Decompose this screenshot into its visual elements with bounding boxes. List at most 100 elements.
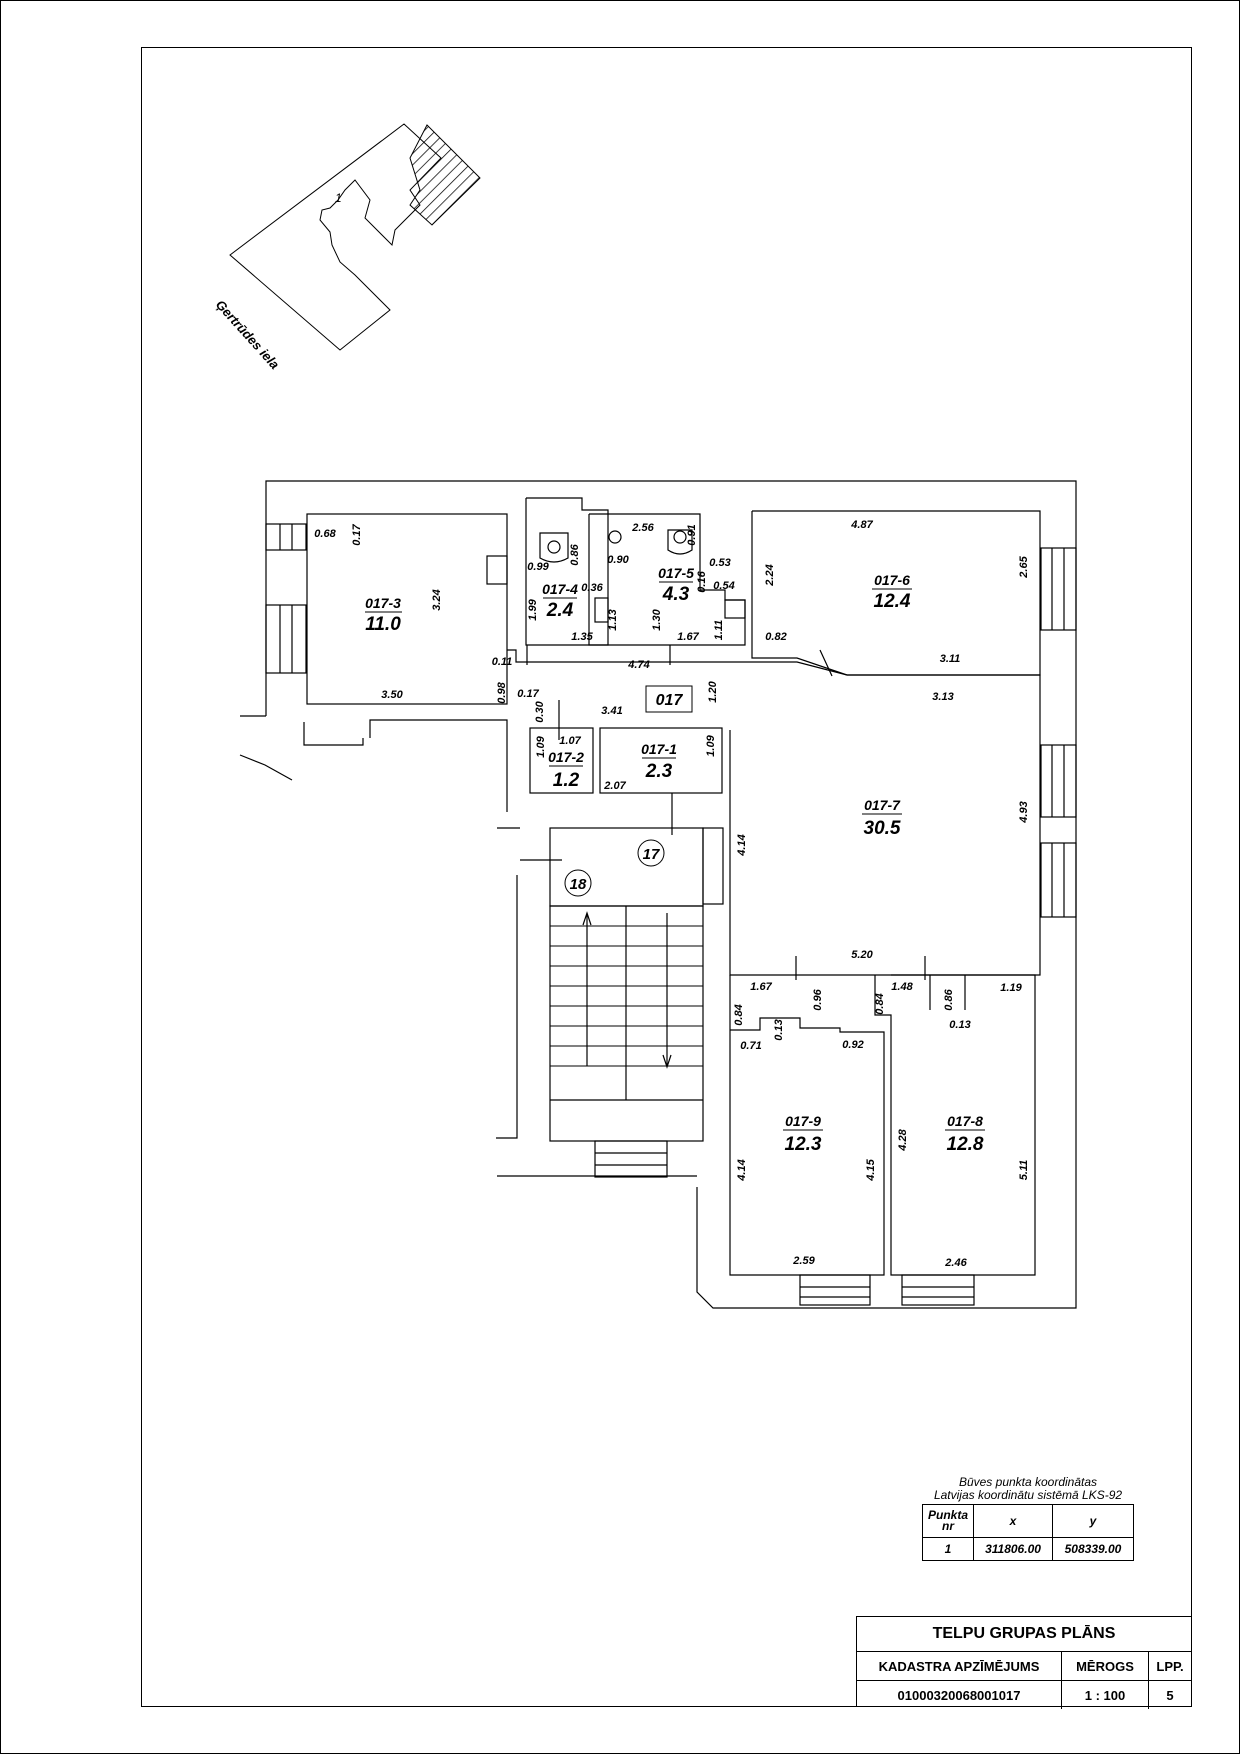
- dimension-label: 2.65: [1018, 555, 1030, 578]
- room-017-8: 017-8 12.8: [945, 1113, 985, 1155]
- scale-value: 1 : 100: [1062, 1681, 1149, 1709]
- header-scale: MĒROGS: [1062, 1652, 1149, 1680]
- svg-text:12.8: 12.8: [947, 1134, 984, 1155]
- room-017-4: 017-4 2.4: [542, 581, 578, 621]
- dimension-label: 4.14: [736, 1159, 748, 1181]
- corridor-label: 017: [645, 685, 693, 713]
- dimension-label: 2.46: [944, 1257, 967, 1269]
- dimension-label: 1.35: [571, 631, 593, 643]
- dimension-label: 0.71: [740, 1040, 761, 1052]
- coordinate-grid: Punkta nr x y 1 311806.00 508339.00: [922, 1504, 1134, 1561]
- dimension-label: 0.82: [765, 631, 786, 643]
- svg-text:017-1: 017-1: [641, 741, 677, 757]
- cell-x: 311806.00: [973, 1537, 1053, 1561]
- coordinate-table: Būves punkta koordinātas Latvijas koordi…: [918, 1476, 1138, 1561]
- svg-text:12.3: 12.3: [785, 1134, 822, 1155]
- drawing-frame: [141, 47, 1192, 1707]
- svg-text:017-4: 017-4: [542, 581, 578, 597]
- cell-y: 508339.00: [1052, 1537, 1134, 1561]
- header-point-nr: Punkta nr: [922, 1504, 974, 1538]
- svg-text:2.4: 2.4: [546, 600, 574, 621]
- svg-text:017-5: 017-5: [658, 565, 694, 581]
- dimension-label: 0.36: [581, 582, 603, 594]
- page-number: 5: [1166, 1687, 1174, 1703]
- dimension-label: 0.99: [527, 561, 549, 573]
- dimension-label: 3.41: [601, 705, 622, 717]
- title-block: TELPU GRUPAS PLĀNS KADASTRA APZĪMĒJUMS M…: [856, 1616, 1192, 1709]
- building-outline: [229, 123, 442, 351]
- plan-title: TELPU GRUPAS PLĀNS: [857, 1617, 1191, 1652]
- dimension-label: 0.96: [812, 988, 824, 1010]
- room-017-9: 017-9 12.3: [783, 1113, 823, 1155]
- svg-text:18: 18: [570, 876, 587, 893]
- dimension-label: 0.17: [351, 523, 363, 545]
- dimension-label: 1.67: [750, 981, 772, 993]
- title-block-values: 01000320068001017 1 : 100 5: [857, 1681, 1191, 1709]
- svg-text:11.0: 11.0: [365, 614, 401, 635]
- site-point-marker: 1: [335, 191, 342, 205]
- dimension-label: 0.92: [842, 1039, 863, 1051]
- dimension-label: 1.19: [1000, 982, 1022, 994]
- street-name: Ģertrūdes iela: [213, 297, 283, 372]
- title-block-headers: KADASTRA APZĪMĒJUMS MĒROGS LPP.: [857, 1652, 1191, 1681]
- svg-text:017-7: 017-7: [864, 797, 901, 813]
- svg-text:4.3: 4.3: [662, 584, 690, 605]
- dimension-label: 4.87: [850, 519, 873, 531]
- dimension-label: 0.86: [943, 988, 955, 1010]
- stair-label-17: 17: [637, 839, 665, 867]
- room-017-2: 017-2 1.2: [548, 749, 584, 791]
- svg-text:17: 17: [643, 846, 660, 863]
- dimension-label: 0.16: [696, 570, 708, 592]
- room-017-5: 017-5 4.3: [658, 565, 694, 605]
- dimension-label: 0.84: [874, 993, 886, 1014]
- dimension-label: 0.68: [314, 528, 336, 540]
- coordinate-caption-2: Latvijas koordinātu sistēmā LKS-92: [933, 1488, 1123, 1502]
- dimension-label: 1.09: [535, 735, 547, 757]
- svg-text:12.4: 12.4: [874, 591, 911, 612]
- room-labels: 017-3 11.0 017-4 2.4 017-5 4.3 017-6 12.…: [365, 565, 985, 1155]
- walls: [239, 480, 1077, 1309]
- dimension-label: 5.11: [1018, 1160, 1030, 1181]
- dimension-label: 0.11: [492, 656, 513, 668]
- cadastre-number: 01000320068001017: [857, 1681, 1062, 1709]
- dimension-label: 0.98: [496, 681, 508, 703]
- stair-label-18: 18: [564, 869, 592, 897]
- dimension-label: 0.84: [733, 1004, 745, 1025]
- dimension-label: 2.07: [603, 780, 626, 792]
- dimension-label: 0.53: [709, 557, 730, 569]
- svg-text:017-2: 017-2: [548, 749, 584, 765]
- room-017-3: 017-3 11.0: [365, 595, 402, 635]
- svg-text:017-9: 017-9: [785, 1113, 821, 1129]
- room-017-6: 017-6 12.4: [872, 572, 912, 612]
- dimension-label: 4.28: [897, 1128, 909, 1151]
- dimension-label: 1.07: [559, 735, 581, 747]
- header-y: y: [1052, 1504, 1134, 1538]
- dimension-label: 0.17: [517, 688, 539, 700]
- room-017-1: 017-1 2.3: [641, 741, 677, 782]
- dimension-label: 3.50: [381, 689, 403, 701]
- dimension-label: 3.11: [940, 653, 961, 665]
- dimension-label: 1.13: [607, 609, 619, 630]
- header-cadastre: KADASTRA APZĪMĒJUMS: [857, 1652, 1062, 1680]
- coordinate-caption-1: Būves punkta koordinātas: [958, 1475, 1098, 1489]
- dimension-label: 3.24: [431, 589, 443, 610]
- dimension-label: 0.54: [713, 580, 734, 592]
- dimension-label: 0.91: [686, 524, 698, 545]
- svg-text:017: 017: [656, 692, 684, 709]
- dimension-label: 2.59: [792, 1255, 815, 1267]
- dimension-label: 5.20: [851, 949, 873, 961]
- room-017-7: 017-7 30.5: [862, 797, 902, 839]
- dimension-label: 0.86: [569, 543, 581, 565]
- dimension-label: 1.67: [677, 631, 699, 643]
- dimension-label: 4.14: [736, 834, 748, 856]
- dimension-label: 4.15: [865, 1158, 877, 1181]
- dimension-label: 2.24: [764, 564, 776, 586]
- header-x: x: [973, 1504, 1053, 1538]
- svg-text:017-6: 017-6: [874, 572, 910, 588]
- hatched-annex: [409, 124, 481, 226]
- svg-text:2.3: 2.3: [645, 761, 673, 782]
- svg-text:017-3: 017-3: [365, 595, 401, 611]
- dimension-label: 1.09: [705, 734, 717, 756]
